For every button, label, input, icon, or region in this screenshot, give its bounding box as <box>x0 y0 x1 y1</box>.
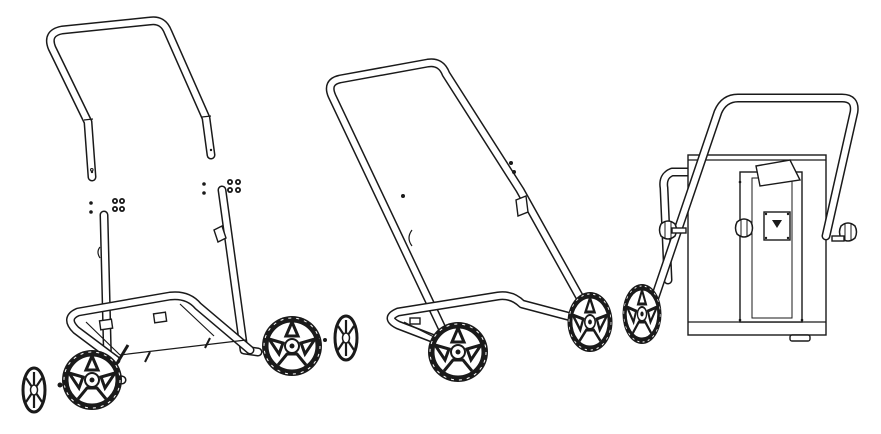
upper-handle <box>45 16 216 182</box>
assembled-cart <box>325 58 614 384</box>
exploded-frame-assembly <box>21 16 359 414</box>
right-wheel-set <box>260 314 359 378</box>
unit-wheel <box>621 282 663 346</box>
handle-fasteners <box>89 179 241 214</box>
left-wheel-set <box>21 348 124 414</box>
generator-unit <box>687 154 827 342</box>
lower-frame <box>66 185 263 385</box>
side-knobs <box>658 220 858 242</box>
cart-with-mounted-unit <box>621 93 859 346</box>
